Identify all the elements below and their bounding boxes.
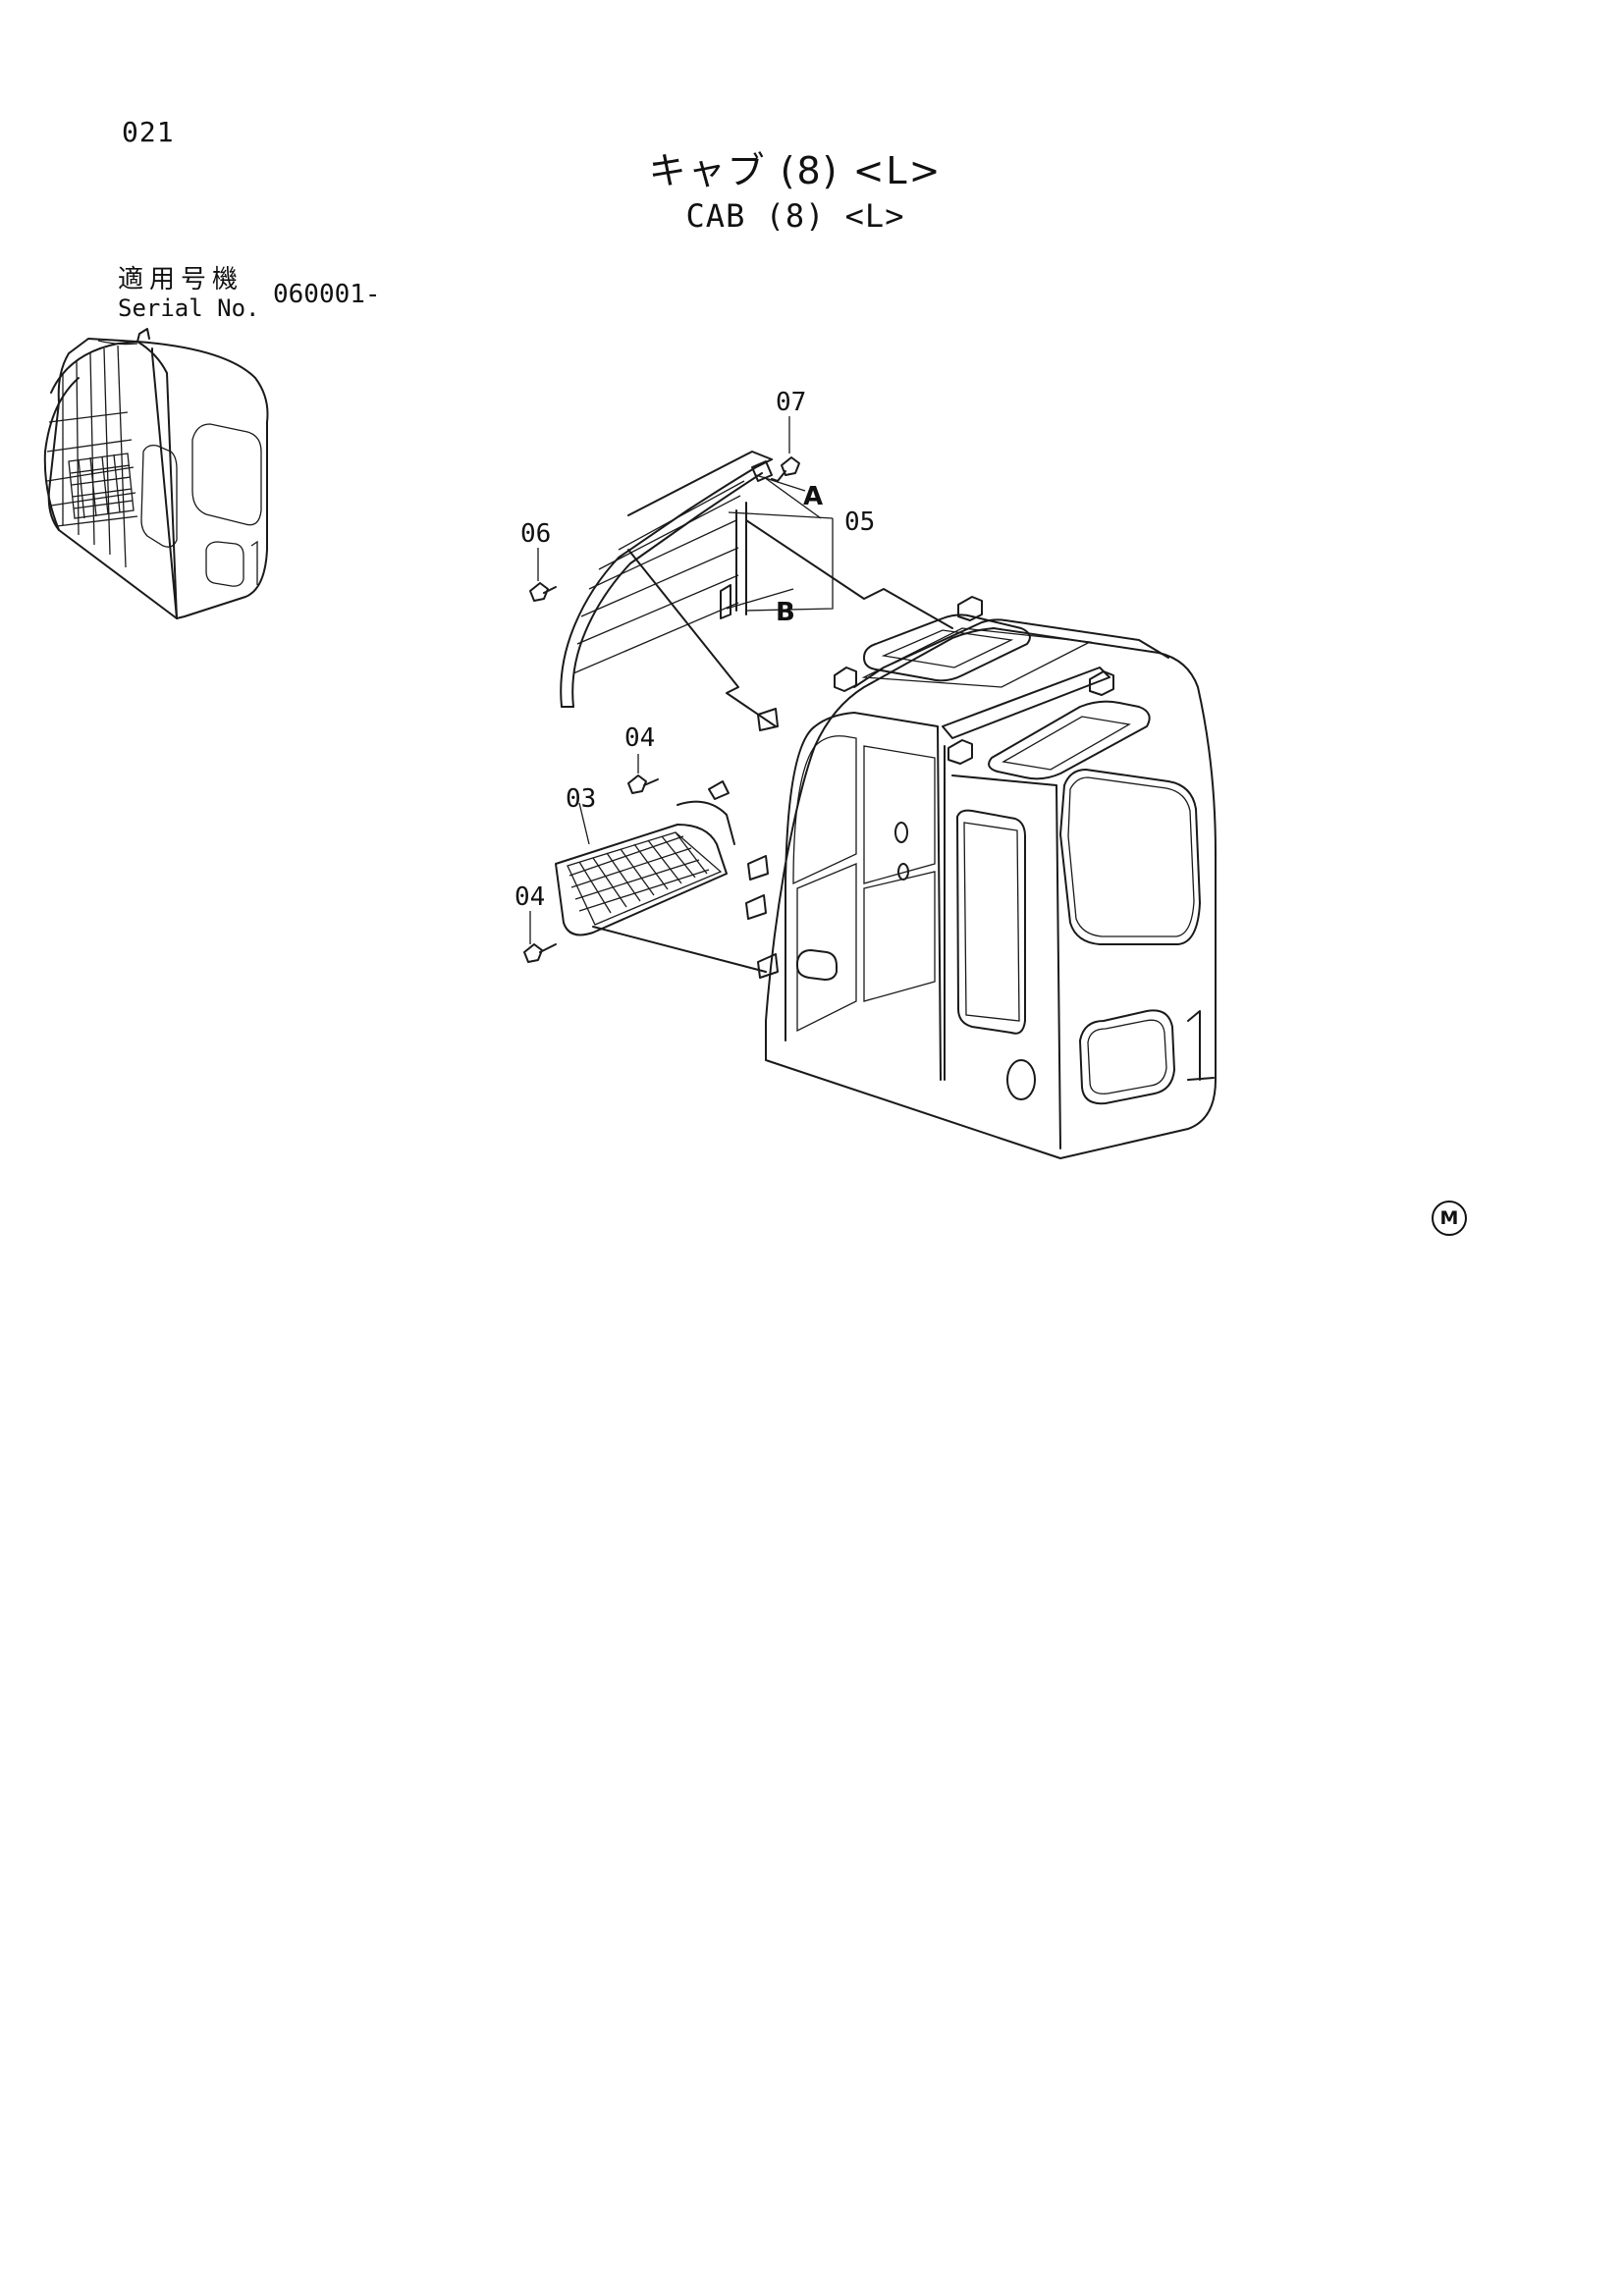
part-label-04-lower: 04 [514, 882, 545, 912]
part-label-05: 05 [844, 507, 875, 537]
overview-cab-illustration [43, 328, 269, 619]
main-cab-body [745, 596, 1217, 1159]
serial-label-english: Serial No. [118, 294, 260, 322]
upper-guard-illustration [560, 451, 773, 708]
m-marker-icon: M [1432, 1201, 1467, 1236]
bolt-04-lower-icon [523, 943, 557, 963]
part-label-06: 06 [520, 519, 551, 549]
serial-label-japanese: 適用号機 [118, 265, 244, 294]
part-label-03: 03 [566, 784, 596, 814]
serial-number-value: 060001- [273, 280, 381, 309]
title-japanese: キャブ (8) <L> [648, 149, 943, 192]
reference-letter-b: B [776, 598, 795, 627]
title-block: キャブ (8) <L> CAB (8) <L> [550, 147, 1041, 238]
page-number: 021 [122, 116, 175, 148]
mesh-guard-illustration [555, 780, 735, 936]
title-english: CAB (8) <L> [685, 197, 905, 235]
part-label-07: 07 [776, 388, 806, 417]
leader-lines [529, 416, 953, 973]
bolt-04-upper-icon [627, 774, 659, 794]
reference-letter-a: A [803, 482, 823, 511]
part-label-04-upper: 04 [624, 723, 655, 753]
bolt-06-icon [529, 582, 557, 602]
bolt-07-icon [771, 456, 800, 482]
